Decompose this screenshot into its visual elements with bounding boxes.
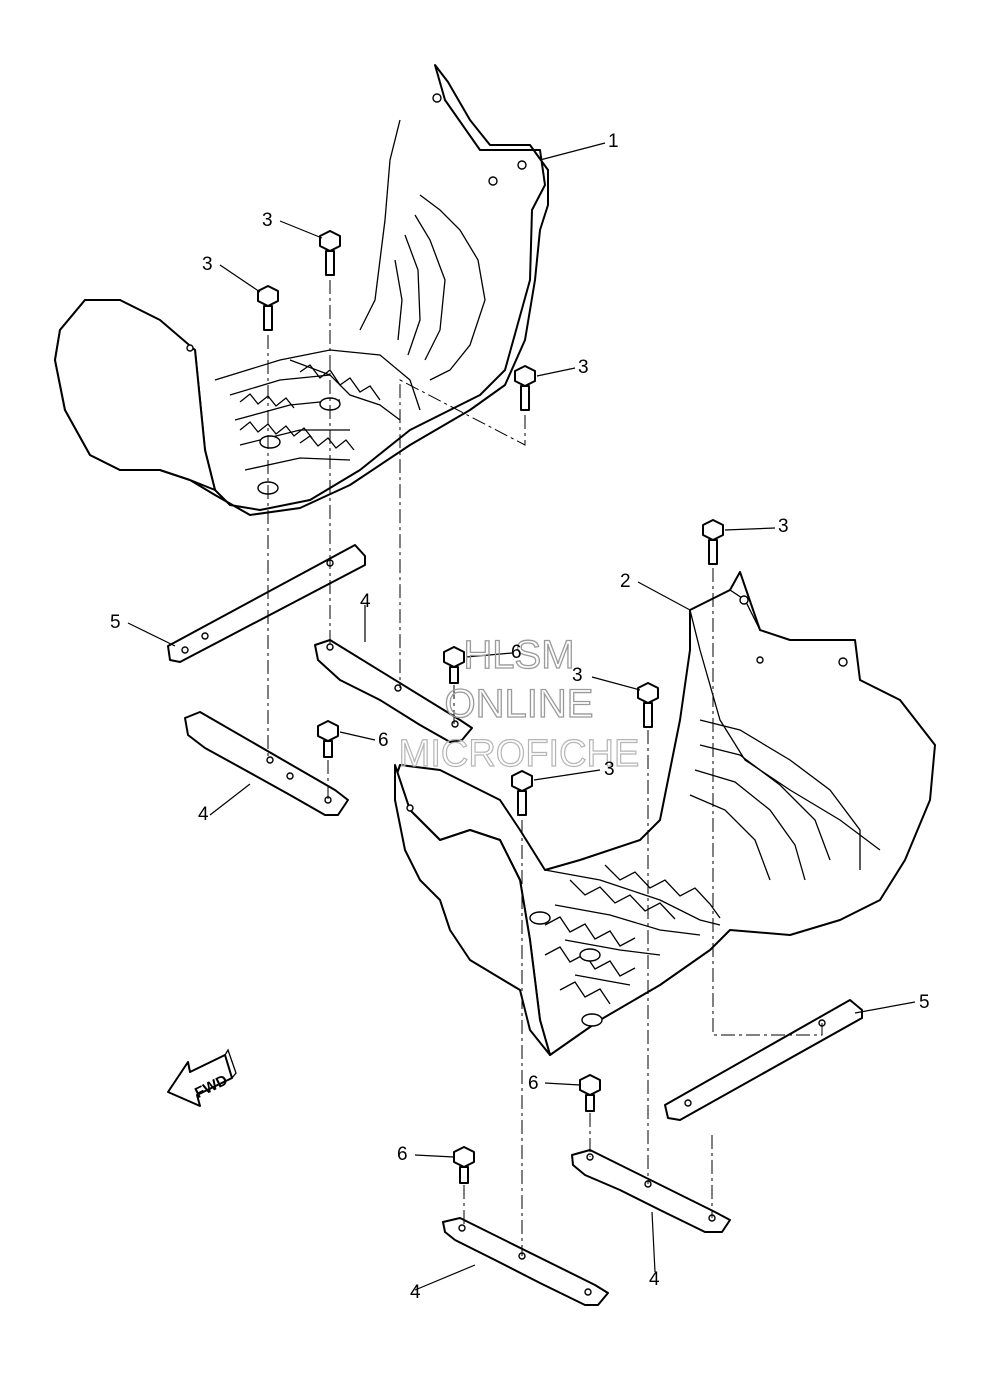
callout-4-d: 4 [649,1269,660,1290]
watermark-line-1: HLSM [463,633,574,677]
callout-3-f: 3 [604,759,615,780]
bolt-3-c [514,365,536,411]
assembly-lines [267,280,823,1256]
callout-6-b: 6 [378,730,389,751]
callouts: 1 2 3 3 3 3 3 3 4 4 4 4 5 5 6 6 6 6 [110,131,930,1303]
bolt-3-f [511,770,533,816]
callout-6-a: 6 [511,642,522,663]
callout-3-a: 3 [262,210,273,231]
watermark: HLSM ONLINE MICROFICHE [398,632,640,775]
bracket-4-upper-left [184,711,349,816]
bolt-3-b [257,285,279,331]
bolt-6-d [453,1146,475,1184]
callout-3-e: 3 [572,665,583,686]
bolt-6-c [579,1074,601,1112]
bolt-3-a [319,230,341,276]
bolt-6-b [317,720,339,758]
bracket-5-lower [664,999,863,1121]
footrest-guard-left [54,64,549,516]
callout-3-b: 3 [202,254,213,275]
bolt-3-d [702,519,724,565]
callout-5-a: 5 [110,612,121,633]
callout-2: 2 [620,571,631,592]
callout-5-b: 5 [919,992,930,1013]
leader-lines [127,142,916,1291]
fwd-arrow-icon: FWD [167,1048,237,1107]
watermark-line-2: ONLINE [445,682,594,726]
callout-3-d: 3 [778,516,789,537]
watermark-line-3: MICROFICHE [399,733,640,775]
callout-4-a: 4 [360,591,371,612]
footrest-guard-right [394,571,936,1056]
callout-4-b: 4 [198,804,209,825]
bracket-4-lower-left [442,1217,609,1306]
callout-1: 1 [608,131,619,152]
callout-6-d: 6 [397,1144,408,1165]
bolt-3-e [637,682,659,728]
callout-4-c: 4 [410,1282,421,1303]
bolt-6-a [443,646,465,684]
bracket-4-lower-right [571,1149,731,1233]
callout-6-c: 6 [528,1073,539,1094]
bracket-4-upper-right [314,639,473,743]
callout-3-c: 3 [578,357,589,378]
